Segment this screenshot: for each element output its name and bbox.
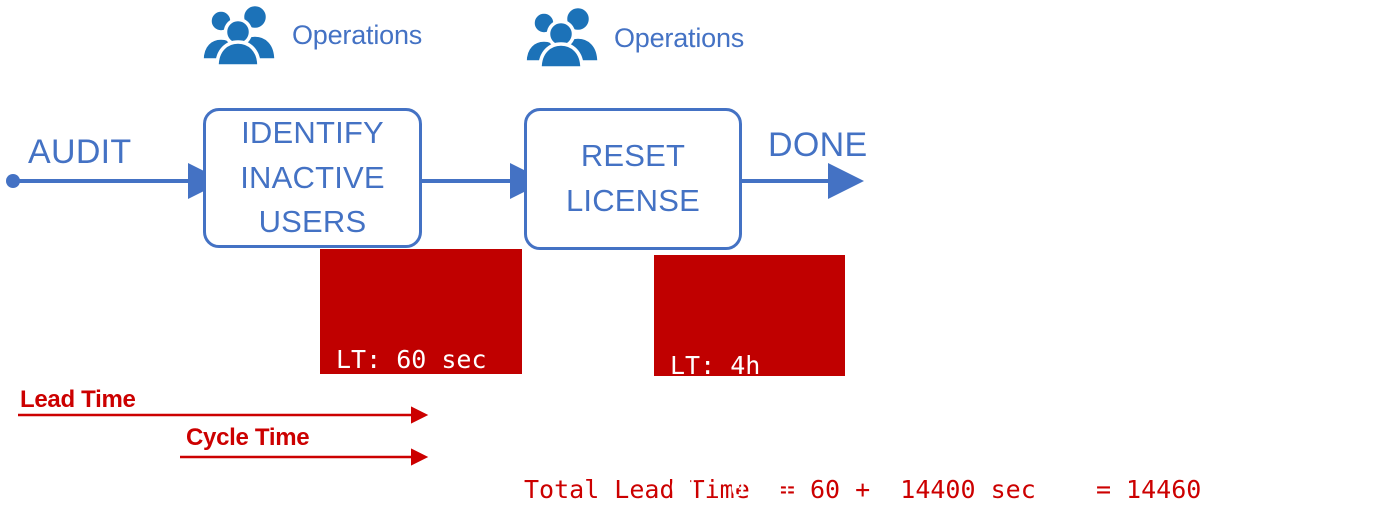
process-box-line: USERS [258,204,367,240]
people-group-icon [200,4,278,66]
people-group-icon [523,6,601,68]
lead-time-label: Lead Time [20,386,136,413]
calc-total-lead-time: Total Lead Time = 60 + 14400 sec = 14460 [524,475,1202,504]
process-box-label: RESET LICENSE [560,134,706,224]
actor-label-operations-2: Operations [614,23,745,53]
calculations-block: Total Lead Time = 60 + 14400 sec = 14460… [524,392,1216,517]
flow-start-label-audit: AUDIT [28,133,132,171]
metric-box-reset-license: LT: 4h CT: 0.5h %E: 6.25% [654,255,845,502]
metric-lead-time: LT: 4h [670,351,761,380]
process-box-label: IDENTIFY INACTIVE USERS [234,111,391,246]
process-box-reset-license[interactable]: RESET LICENSE [524,108,742,250]
cycle-time-label: Cycle Time [186,424,310,451]
flow-end-label-done: DONE [768,126,868,164]
process-box-line: INACTIVE [240,159,385,195]
metric-cycle-time: CT: 45 sec [336,466,487,496]
actor-label-operations-1: Operations [292,20,423,50]
process-box-identify-inactive-users[interactable]: IDENTIFY INACTIVE USERS [203,108,422,248]
process-box-line: RESET [580,138,686,174]
flow-start-dot [6,174,20,188]
metric-box-identify-inactive-users: LT: 60 sec CT: 45 sec %E: 75% [320,249,522,496]
metric-lead-time: LT: 60 sec [336,345,487,374]
process-box-line: IDENTIFY [241,114,384,150]
metric-cycle-time: CT: 0.5h [670,472,791,502]
process-box-line: LICENSE [565,183,701,218]
